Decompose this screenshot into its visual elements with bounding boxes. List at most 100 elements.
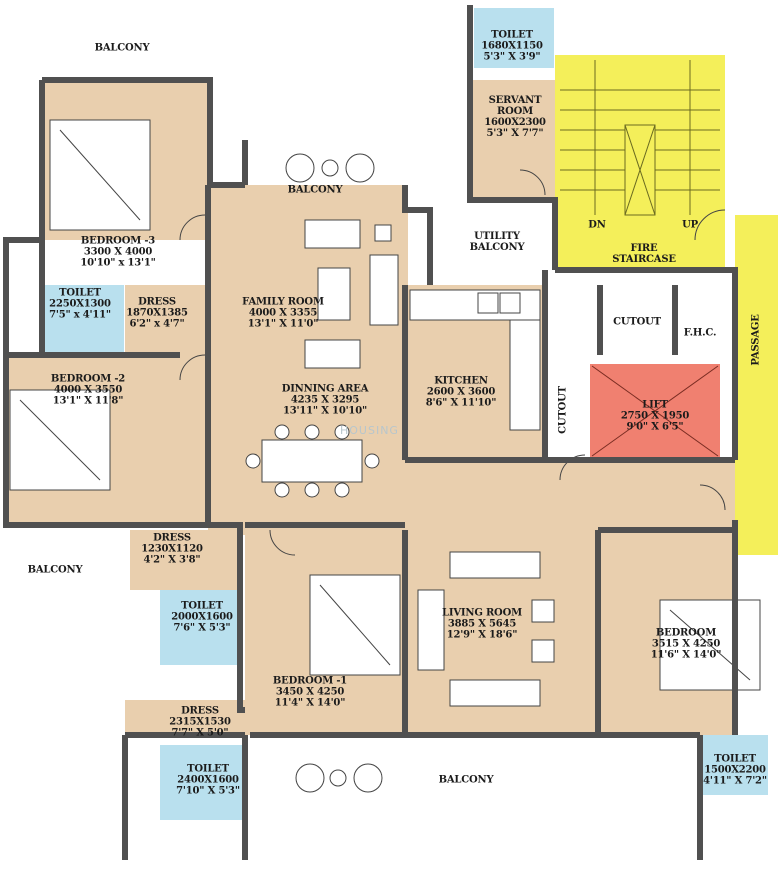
walls (3, 5, 738, 860)
room-label-line: 3885 X 5645 (447, 618, 517, 630)
passage-floor (735, 215, 778, 555)
room-label-line: 3300 X 4000 (83, 246, 153, 258)
cutout-vertical-label: CUTOUT (557, 386, 569, 434)
fhc-label: F.H.C. (684, 328, 717, 339)
room-label-line: 2600 X 3600 (426, 386, 496, 398)
room-label-line: 4000 X 3355 (248, 307, 318, 319)
dress-b2-floor (130, 530, 240, 590)
room-label-line: BALCONY (438, 774, 494, 786)
room-label-line: 11'4" X 14'0" (274, 697, 346, 709)
room-label-line: DRESS (181, 705, 219, 717)
room-label-line: 4000 X 3550 (53, 384, 123, 396)
room-label-line: DRESS (153, 532, 191, 544)
room-label-line: BALCONY (469, 242, 525, 253)
room-label-line: 1680X1150 (481, 40, 543, 52)
toilet-b3-floor (42, 285, 124, 355)
room-label-line: 1500X2200 (704, 764, 766, 776)
room-label-line: 13'1" X 11'8" (52, 395, 124, 407)
room-label-line: BEDROOM -2 (50, 373, 126, 385)
room-label-line: 12'9" X 18'6" (446, 629, 518, 641)
room-label-line: 1870X1385 (126, 307, 188, 319)
room-label-line: 10'10" x 13'1" (80, 257, 156, 269)
room-label-line: FAMILY ROOM (242, 296, 324, 308)
room-label-line: DN (588, 219, 606, 231)
room-label-line: CUTOUT (613, 316, 661, 328)
up-label: UP (682, 220, 698, 231)
dn-label: DN (588, 219, 606, 231)
room-label-line: BALCONY (287, 184, 343, 196)
room-label-line: SERVANT (488, 95, 542, 106)
room-label-line: LIFT (642, 399, 668, 411)
room-label-line: 4'11" X 7'2" (703, 775, 767, 787)
room-label-line: 6'2" x 4'7" (129, 318, 185, 330)
dress-b3-floor (125, 285, 210, 355)
passage-label: PASSAGE (750, 314, 762, 366)
room-label-line: KITCHEN (434, 375, 488, 387)
room-label-line: 2250X1300 (49, 298, 111, 310)
room-label-line: 4235 X 3295 (290, 394, 360, 406)
room-label-line: TOILET (187, 763, 229, 775)
room-label-line: 2000X1600 (171, 611, 233, 623)
room-label-line: 4'2" X 3'8" (143, 554, 201, 566)
room-label-line: UTILITY (474, 231, 520, 242)
room-label-line: 13'11" X 10'10" (283, 405, 367, 417)
balcony-family-label: BALCONY (288, 185, 343, 196)
toilet-servant-floor (474, 8, 554, 68)
room-label-line: TOILET (59, 287, 101, 299)
room-label-line: 1600X2300 (484, 117, 546, 128)
room-label-line: 2750 X 1950 (620, 410, 690, 422)
toilet-b2-floor (160, 590, 240, 665)
room-label-line: 7'5" x 4'11" (49, 309, 111, 321)
room-label-line: 2315X1530 (169, 716, 231, 728)
room-label-line: DRESS (138, 296, 176, 308)
balcony-bottom-label: BALCONY (439, 775, 494, 786)
room-label-line: BALCONY (94, 42, 150, 54)
room-label-line: 8'6" X 11'10" (425, 397, 497, 409)
room-label-line: 7'10" X 5'3" (176, 785, 240, 797)
toilet-br-floor (700, 735, 768, 795)
room-label-line: F.H.C. (683, 327, 717, 339)
room-label-line: TOILET (181, 600, 223, 612)
balcony-top-left-label: BALCONY (95, 43, 150, 54)
cutout-1-label: CUTOUT (613, 317, 661, 328)
room-label-line: 11'6" X 14'0" (650, 649, 722, 661)
room-label-line: 5'3" X 7'7" (486, 128, 544, 139)
room-label-line: TOILET (491, 29, 533, 41)
room-label-line: 7'6" X 5'3" (173, 622, 231, 634)
room-label-line: 5'3" X 3'9" (483, 51, 541, 63)
dress-b1-floor (125, 700, 245, 735)
room-label-line: 7'7" X 5'0" (171, 727, 229, 739)
room-label-line: 3450 X 4250 (275, 686, 345, 698)
room-label-line: BALCONY (27, 564, 83, 576)
room-label-line: TOILET (714, 753, 756, 765)
room-label-line: LIVING ROOM (442, 607, 522, 619)
watermark: HOUSING (340, 424, 399, 437)
room-label-line: UP (682, 219, 698, 231)
balcony-left-label: BALCONY (28, 565, 83, 576)
room-label-line: FIRE (630, 243, 658, 254)
room-label-line: DINNING AREA (281, 383, 369, 395)
room-label-line: BEDROOM -3 (80, 235, 156, 247)
room-label-line: ROOM (496, 106, 533, 117)
servant-room-floor (470, 80, 555, 200)
room-label-line: 3515 X 4250 (651, 638, 721, 650)
